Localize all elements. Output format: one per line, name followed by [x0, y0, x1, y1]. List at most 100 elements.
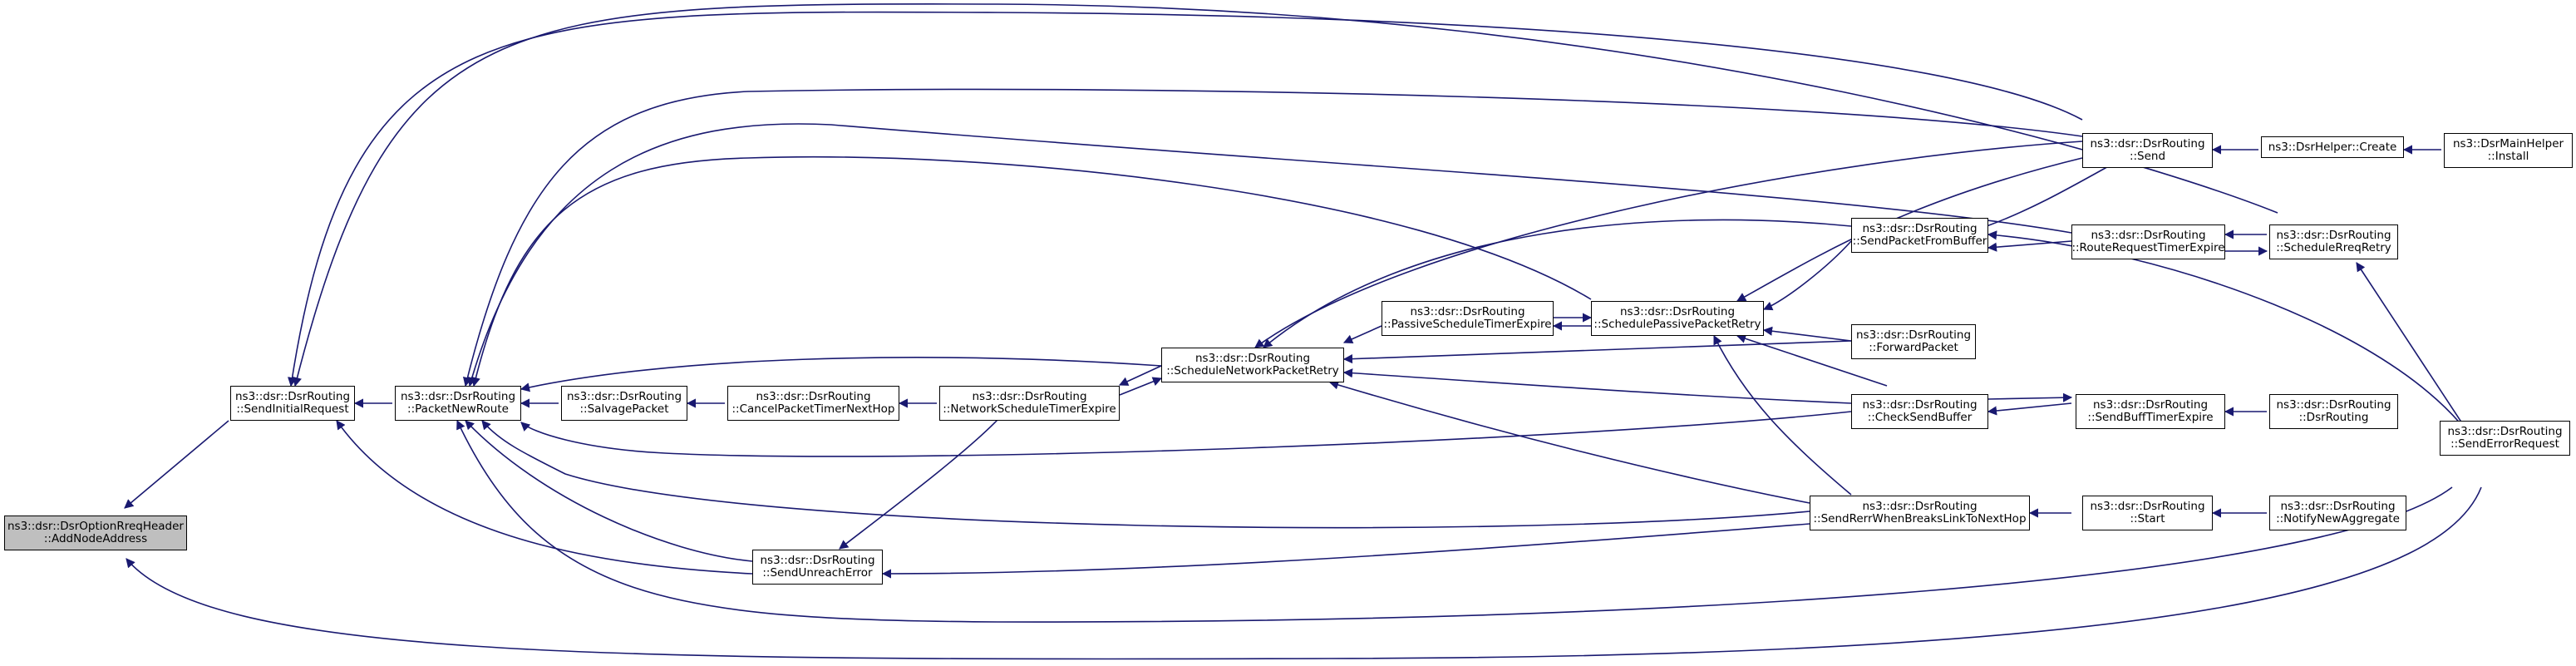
- node-forward-packet[interactable]: ns3::dsr::DsrRouting::ForwardPacket: [1851, 324, 1976, 359]
- node-label-line: ::SendErrorRequest: [2450, 437, 2559, 451]
- node-label-line: ns3::dsr::DsrRouting: [2091, 229, 2206, 242]
- edge-rreqtimer-packetnewroute: [467, 123, 2072, 387]
- node-label-line: ::CancelPacketTimerNextHop: [731, 402, 895, 416]
- edge-sendrerr-schedulenet: [1328, 380, 1810, 504]
- node-rreq-timer[interactable]: ns3::dsr::DsrRouting::RouteRequestTimerE…: [2071, 224, 2225, 259]
- node-send-rerr[interactable]: ns3::dsr::DsrRouting::SendRerrWhenBreaks…: [1810, 496, 2030, 530]
- edge-schedulenet-packetnewroute: [520, 357, 1162, 392]
- node-label-line: ns3::dsr::DsrRouting: [2447, 425, 2563, 438]
- node-label-line: ::ScheduleNetworkPacketRetry: [1166, 364, 1339, 377]
- node-send-from-buffer[interactable]: ns3::dsr::DsrRouting::SendPacketFromBuff…: [1851, 218, 1988, 253]
- node-label-line: ns3::dsr::DsrRouting: [234, 390, 351, 403]
- node-label-line: ns3::dsr::DsrRouting: [1194, 352, 1311, 365]
- edge-senderror-sendfrombuf: [1987, 230, 2482, 453]
- node-label-line: ns3::dsr::DsrRouting: [1855, 328, 1972, 342]
- edge-sendrerr-sendunreach: [881, 523, 1810, 579]
- node-label-line: ns3::dsr::DsrRouting: [1862, 500, 1978, 513]
- node-salvage-packet[interactable]: ns3::dsr::DsrRouting::SalvagePacket: [561, 386, 687, 421]
- node-label-line: ::PassiveScheduleTimerExpire: [1383, 318, 1552, 331]
- node-label-line: ::SendBuffTimerExpire: [2087, 411, 2214, 424]
- node-label-line: ns3::dsr::DsrRouting: [2276, 229, 2391, 242]
- node-label-line: ns3::dsr::DsrRouting: [1410, 305, 1525, 318]
- node-label-line: ::SalvagePacket: [579, 402, 669, 416]
- node-send-error[interactable]: ns3::dsr::DsrRouting::SendErrorRequest: [2440, 421, 2570, 456]
- node-send-initial-request[interactable]: ns3::dsr::DsrRouting::SendInitialRequest: [230, 386, 355, 421]
- node-start[interactable]: ns3::dsr::DsrRouting::Start: [2082, 496, 2213, 530]
- node-label-line: ns3::dsr::DsrRouting: [2280, 500, 2396, 513]
- edge-sendrerr-packetnewroute: [481, 420, 1810, 529]
- node-label-line: ::Send: [2129, 150, 2166, 163]
- node-label-line: ::AddNodeAddress: [43, 532, 148, 545]
- node-passive-timer[interactable]: ns3::dsr::DsrRouting::PassiveScheduleTim…: [1382, 301, 1554, 336]
- node-cancel-timer[interactable]: ns3::dsr::DsrRouting::CancelPacketTimerN…: [727, 386, 899, 421]
- edge-send-schedulenet: [1254, 141, 2083, 348]
- node-label-line: ns3::dsr::DsrRouting: [566, 390, 682, 403]
- edge-sendfrombuf-schedulenet: [1263, 219, 1852, 348]
- edge-checkbuf-schedulepassive: [1736, 333, 1888, 387]
- node-label-line: ns3::dsr::DsrRouting: [1862, 222, 1978, 235]
- edge-schedulepassive-packetnewroute: [470, 155, 1592, 387]
- node-label-line: ns3::DsrMainHelper: [2452, 137, 2564, 150]
- node-schedule-rreq[interactable]: ns3::dsr::DsrRouting::ScheduleRreqRetry: [2269, 224, 2398, 259]
- node-label-line: ::SendPacketFromBuffer: [1852, 234, 1987, 248]
- edge-schedulenet-network: [1118, 365, 1162, 386]
- node-send[interactable]: ns3::dsr::DsrRouting::Send: [2082, 133, 2213, 168]
- node-label-line: ns3::dsr::DsrRouting: [400, 390, 516, 403]
- node-label-line: ::PacketNewRoute: [407, 402, 509, 416]
- node-label-line: ::Install: [2487, 150, 2529, 163]
- edge-checkbuf-packetnewroute: [520, 411, 1852, 457]
- edge-network-schedulenet: [1119, 377, 1163, 396]
- node-send-buff-timer[interactable]: ns3::dsr::DsrRouting::SendBuffTimerExpir…: [2076, 394, 2225, 429]
- node-check-send-buffer[interactable]: ns3::dsr::DsrRouting::CheckSendBuffer: [1851, 394, 1988, 429]
- edge-sendunreach-network: [839, 419, 998, 550]
- node-helper-create[interactable]: ns3::DsrHelper::Create: [2261, 136, 2404, 158]
- node-label-line: ::SendRerrWhenBreaksLinkToNextHop: [1813, 512, 2027, 525]
- edge-sendinitialrequest-addnode: [124, 420, 229, 509]
- edge-passive-schedulenet: [1342, 325, 1382, 344]
- node-packet-new-route[interactable]: ns3::dsr::DsrRouting::PacketNewRoute: [395, 386, 521, 421]
- node-schedule-network[interactable]: ns3::dsr::DsrRouting::ScheduleNetworkPac…: [1161, 348, 1344, 382]
- node-main-install[interactable]: ns3::DsrMainHelper::Install: [2444, 133, 2573, 168]
- node-network-timer[interactable]: ns3::dsr::DsrRouting::NetworkScheduleTim…: [939, 386, 1120, 421]
- node-label-line: ns3::dsr::DsrRouting: [756, 390, 871, 403]
- edge-sendrerr-schedulepassive: [1713, 334, 1852, 496]
- node-label-line: ::Start: [2130, 512, 2165, 525]
- node-label-line: ::RouteRequestTimerExpire: [2071, 241, 2225, 254]
- node-label-line: ::SendUnreachError: [762, 566, 873, 580]
- node-label-line: ns3::dsr::DsrRouting: [1862, 398, 1978, 412]
- node-label-line: ::DsrRouting: [2298, 411, 2369, 424]
- node-label-line: ns3::dsr::DsrRouting: [760, 554, 875, 567]
- node-ctor[interactable]: ns3::dsr::DsrRouting::DsrRouting: [2269, 394, 2398, 429]
- node-label-line: ::NetworkScheduleTimerExpire: [943, 402, 1116, 416]
- node-notify-agg[interactable]: ns3::dsr::DsrRouting::NotifyNewAggregate: [2269, 496, 2406, 530]
- node-label-line: ns3::dsr::DsrRouting: [2092, 398, 2209, 412]
- edge-checkbuf-sendbuf: [1987, 392, 2073, 402]
- edge-checkbuf-schedulenet: [1342, 368, 1852, 404]
- edge-sendbuf-checkbuf: [1987, 402, 2072, 416]
- node-label-line: ::SendInitialRequest: [236, 402, 349, 416]
- node-send-unreach[interactable]: ns3::dsr::DsrRouting::SendUnreachError: [752, 550, 883, 585]
- edge-senderror-packetnewroute: [456, 419, 2453, 623]
- call-edges: [124, 3, 2482, 660]
- node-label-line: ns3::dsr::DsrRouting: [972, 390, 1087, 403]
- node-label-line: ns3::dsr::DsrRouting: [2090, 500, 2205, 513]
- node-label-line: ns3::dsr::DsrRouting: [1619, 305, 1736, 318]
- node-schedule-passive[interactable]: ns3::dsr::DsrRouting::SchedulePassivePac…: [1591, 301, 1764, 336]
- node-label-line: ns3::dsr::DsrRouting: [2276, 398, 2391, 412]
- edge-schedulerreq-sendinitialrequest: [293, 3, 2278, 387]
- edge-senderror-addnode: [126, 486, 2482, 660]
- node-label-line: ns3::dsr::DsrOptionRreqHeader: [7, 520, 184, 533]
- edge-forward-schedulenet: [1342, 340, 1852, 364]
- node-add-node: ns3::dsr::DsrOptionRreqHeader::AddNodeAd…: [4, 516, 187, 550]
- edge-rreqtimer-sendfrombuf: [1987, 240, 2072, 252]
- node-label-line: ::ScheduleRreqRetry: [2276, 241, 2391, 254]
- node-label-line: ::SchedulePassivePacketRetry: [1593, 318, 1761, 331]
- edge-sendfrombuf-schedulepassive: [1762, 240, 1852, 311]
- node-label-line: ns3::DsrHelper::Create: [2268, 140, 2397, 154]
- edge-send-packetnewroute: [462, 88, 2083, 387]
- node-label-line: ::CheckSendBuffer: [1867, 411, 1973, 424]
- edge-sendunreach-sendinitialrequest: [336, 420, 753, 575]
- edge-sendunreach-packetnewroute: [465, 420, 753, 562]
- edge-forward-schedulepassive: [1762, 326, 1852, 342]
